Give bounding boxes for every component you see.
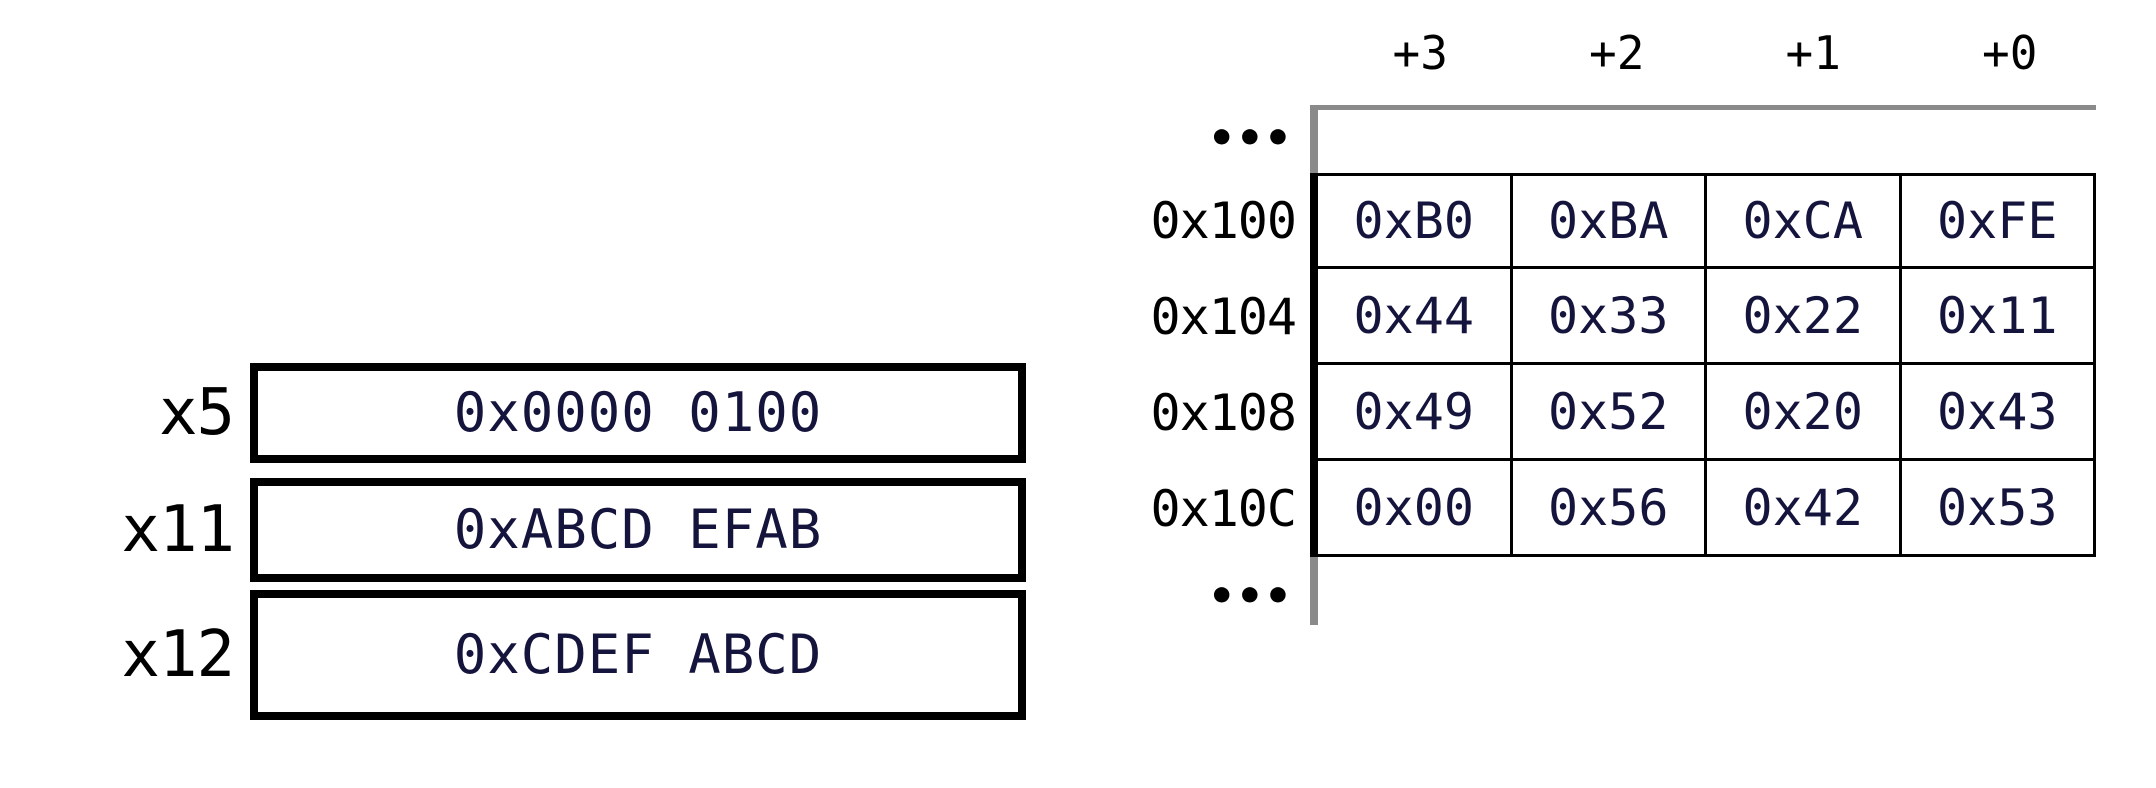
register-box-x5[interactable]: 0x0000 0100	[250, 363, 1026, 463]
column-header-plus2: +2	[1589, 26, 1645, 80]
register-row: x12 0xCDEF ABCD	[0, 590, 1038, 720]
memory-cell[interactable]: 0x20	[1707, 365, 1902, 461]
memory-cell-empty	[1902, 110, 2097, 173]
register-box-x11[interactable]: 0xABCD EFAB	[250, 478, 1026, 582]
memory-cell[interactable]: 0xFE	[1901, 176, 2096, 269]
memory-cell[interactable]: 0x52	[1512, 365, 1707, 461]
ellipsis-icon: •••	[1207, 571, 1292, 622]
memory-table-panel: +3 +2 +1 +0 ••• 0x100 0xB0 0xBA 0xCA	[1110, 0, 2156, 788]
register-row: x5 0x0000 0100	[0, 360, 1038, 466]
register-value-x11: 0xABCD EFAB	[453, 498, 823, 561]
memory-address-0x104: 0x104	[1150, 288, 1297, 346]
memory-cell[interactable]: 0x22	[1707, 269, 1902, 365]
memory-row-cells: 0x00 0x56 0x42 0x53	[1310, 461, 2096, 557]
memory-cell-empty	[1318, 557, 1513, 625]
memory-cell[interactable]: 0xCA	[1707, 176, 1902, 269]
memory-row: 0x10C 0x00 0x56 0x42 0x53	[1110, 461, 2110, 557]
memory-row: 0x100 0xB0 0xBA 0xCA 0xFE	[1110, 173, 2110, 269]
memory-address-gutter: •••	[1110, 557, 1310, 625]
memory-ellipsis-cells	[1310, 557, 2096, 625]
memory-cell[interactable]: 0x42	[1707, 461, 1902, 557]
memory-cell-empty	[1318, 110, 1513, 173]
memory-ellipsis-row-bottom: •••	[1110, 557, 2110, 625]
register-label-x5: x5	[158, 376, 235, 450]
register-value-x5: 0x0000 0100	[453, 381, 823, 444]
memory-row-cells: 0xB0 0xBA 0xCA 0xFE	[1310, 173, 2096, 269]
column-header-plus1: +1	[1785, 26, 1841, 80]
memory-cell[interactable]: 0x53	[1901, 461, 2096, 557]
column-header-plus3: +3	[1392, 26, 1448, 80]
memory-address-gutter: •••	[1110, 105, 1310, 173]
register-row: x11 0xABCD EFAB	[0, 477, 1038, 583]
memory-row-cells: 0x44 0x33 0x22 0x11	[1310, 269, 2096, 365]
memory-cell[interactable]: 0x33	[1512, 269, 1707, 365]
memory-ellipsis-row-top: •••	[1110, 105, 2110, 173]
memory-cell[interactable]: 0x56	[1512, 461, 1707, 557]
memory-cell-empty	[1707, 557, 1902, 625]
memory-cell[interactable]: 0x44	[1318, 269, 1513, 365]
memory-cell[interactable]: 0xBA	[1512, 176, 1707, 269]
memory-cell[interactable]: 0x00	[1318, 461, 1513, 557]
memory-grid: ••• 0x100 0xB0 0xBA 0xCA 0xFE 0x104 0x	[1110, 105, 2110, 625]
ellipsis-icon: •••	[1207, 113, 1292, 164]
memory-cell-empty	[1902, 557, 2097, 625]
memory-row: 0x104 0x44 0x33 0x22 0x11	[1110, 269, 2110, 365]
memory-address-0x108: 0x108	[1150, 384, 1297, 442]
register-value-x12: 0xCDEF ABCD	[453, 623, 823, 686]
memory-cell[interactable]: 0x11	[1901, 269, 2096, 365]
register-box-x12[interactable]: 0xCDEF ABCD	[250, 590, 1026, 720]
memory-address-0x10C: 0x10C	[1150, 480, 1297, 538]
memory-cell-empty	[1513, 110, 1708, 173]
memory-cell-empty	[1513, 557, 1708, 625]
memory-cell[interactable]: 0x43	[1901, 365, 2096, 461]
column-header-plus0: +0	[1982, 26, 2038, 80]
memory-cell-empty	[1707, 110, 1902, 173]
register-label-x11: x11	[121, 493, 235, 567]
register-label-x12: x12	[121, 618, 235, 692]
memory-column-headers: +3 +2 +1 +0	[1322, 18, 2108, 88]
memory-cell[interactable]: 0xB0	[1318, 176, 1513, 269]
memory-row-cells: 0x49 0x52 0x20 0x43	[1310, 365, 2096, 461]
memory-address-0x100: 0x100	[1150, 192, 1297, 250]
register-file-panel: x5 0x0000 0100 x11 0xABCD EFAB x12 0xCDE…	[0, 360, 1060, 730]
memory-cell[interactable]: 0x49	[1318, 365, 1513, 461]
memory-row: 0x108 0x49 0x52 0x20 0x43	[1110, 365, 2110, 461]
memory-ellipsis-cells	[1310, 105, 2096, 173]
